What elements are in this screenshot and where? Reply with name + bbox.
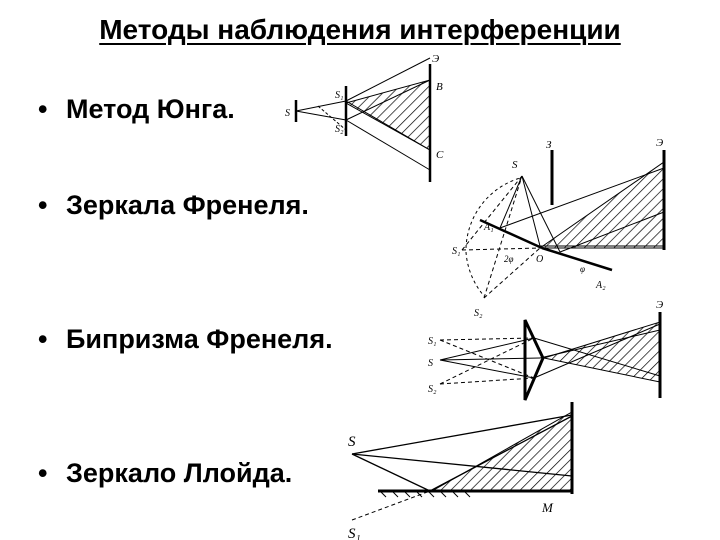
label-s: S <box>428 358 433 369</box>
young-diagram: S S₁ S₂ Э B C <box>285 53 444 182</box>
bullet-young: •Метод Юнга. <box>38 94 235 124</box>
interference-region <box>538 161 665 249</box>
label-phi: φ <box>580 264 585 274</box>
label-b: B <box>436 81 443 93</box>
bullet-lloyd: •Зеркало Ллойда. <box>38 458 293 488</box>
label-z: З <box>546 139 552 151</box>
rays <box>439 323 661 379</box>
virtual-rays <box>439 337 535 385</box>
rays <box>351 414 573 492</box>
bullet-label: Метод Юнга. <box>66 94 235 124</box>
label-s1: S₁ <box>348 526 361 540</box>
virtual-ray <box>351 490 431 521</box>
mirror-a1 <box>479 218 543 250</box>
label-s: S <box>348 434 356 450</box>
label-s2: S₂ <box>335 124 344 135</box>
label-angle: 2φ <box>504 254 514 264</box>
label-s1: S₁ <box>452 246 460 257</box>
bullet-biprism: •Бипризма Френеля. <box>38 324 333 354</box>
rays <box>499 167 665 253</box>
label-e: Э <box>656 299 663 311</box>
virtual-rays <box>461 175 541 299</box>
label-c: C <box>436 149 444 161</box>
bullet-label: Бипризма Френеля. <box>66 324 333 354</box>
label-s: S <box>285 108 290 119</box>
label-s2: S₂ <box>428 384 437 395</box>
label-a2: A₂ <box>595 280 606 291</box>
bullet-fresnel-mirrors: •Зеркала Френеля. <box>38 190 309 220</box>
mirror-a2 <box>541 246 613 272</box>
label-s1: S₁ <box>428 336 436 347</box>
biprism-diagram: S₁ S S₂ Э <box>428 299 663 401</box>
lloyd-diagram: S S₁ M <box>348 402 574 540</box>
label-m: M <box>541 500 554 515</box>
biprism <box>523 319 545 401</box>
interference-region <box>344 79 431 151</box>
bullet-label: Зеркала Френеля. <box>66 190 309 220</box>
page-title: Методы наблюдения интерференции <box>99 14 621 45</box>
fresnel-mirrors-diagram: S З Э A₁ A₂ S₁ S₂ O 2φ φ <box>452 137 666 319</box>
label-s2: S₂ <box>474 308 483 319</box>
bullet-label: Зеркало Ллойда. <box>66 458 293 488</box>
label-s1: S₁ <box>335 90 343 101</box>
arc-bottom <box>465 251 485 297</box>
rays <box>295 57 431 171</box>
label-e: Э <box>432 53 439 65</box>
label-a1: A₁ <box>483 222 494 233</box>
label-o: O <box>536 254 543 265</box>
mirror-hatching <box>379 490 471 498</box>
label-e: Э <box>656 137 663 149</box>
label-s: S <box>512 159 518 171</box>
